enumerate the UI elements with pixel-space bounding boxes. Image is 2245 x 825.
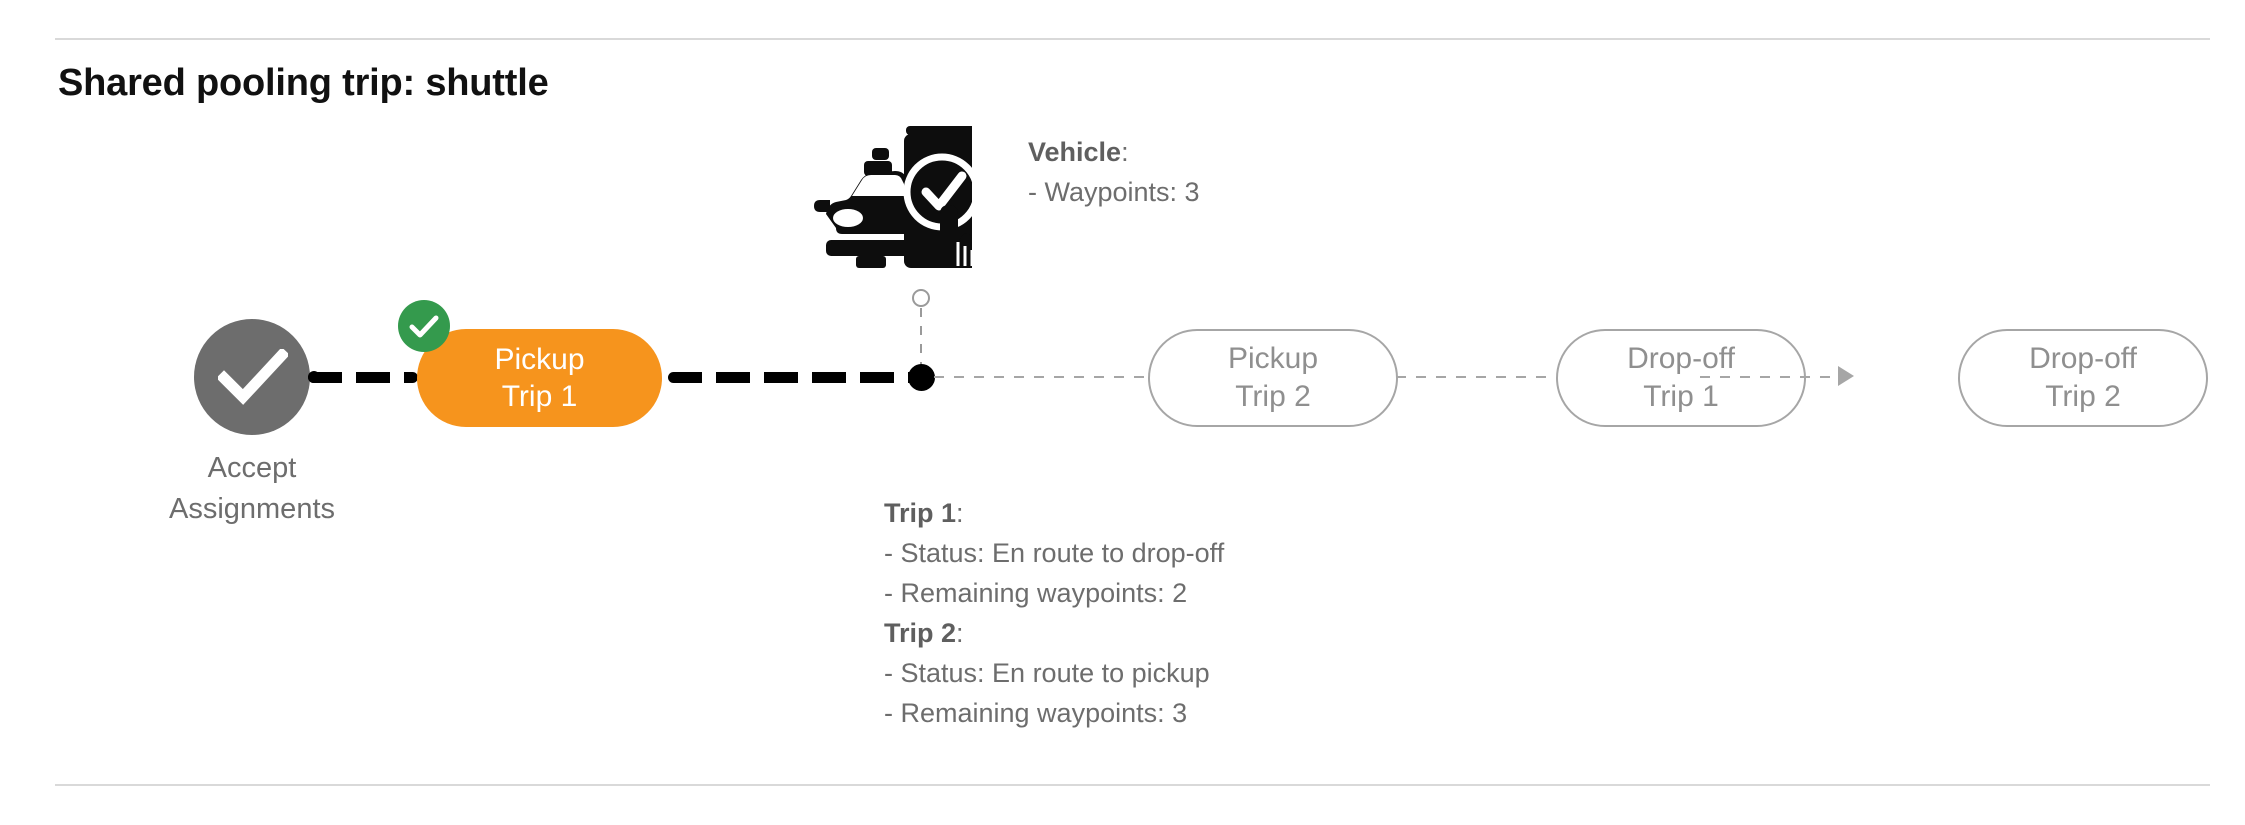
trip-2-heading-colon: : <box>956 618 964 648</box>
trip-1-heading-text: Trip 1 <box>884 498 957 528</box>
trip-2-heading-text: Trip 2 <box>884 618 957 648</box>
timeline-step-pickup-trip-1[interactable]: Pickup Trip 1 <box>417 329 662 427</box>
pickup-trip-2-line2: Trip 2 <box>1235 380 1311 413</box>
vehicle-anchor-ring-icon <box>912 289 930 307</box>
connector-vehicle-to-pickup2 <box>934 376 1149 378</box>
page-title: Shared pooling trip: shuttle <box>58 62 549 104</box>
timeline-step-dropoff-trip-1[interactable]: Drop-off Trip 1 <box>1556 329 1806 427</box>
vehicle-waypoints-line: - Waypoints: 3 <box>1028 177 1200 207</box>
pickup-trip-1-line1: Pickup <box>494 343 585 376</box>
trips-annotation: Trip 1: - Status: En route to drop-off -… <box>884 493 1224 733</box>
accept-label-line2: Assignments <box>168 493 335 525</box>
connector-accept-to-pickup1 <box>308 372 418 383</box>
vehicle-heading-text: Vehicle <box>1028 137 1122 167</box>
dropoff-trip-1-line2: Trip 1 <box>1643 380 1719 413</box>
arrow-head-icon <box>1838 366 1854 386</box>
vehicle-current-position-dot <box>908 364 935 391</box>
trip-2-status-line: - Status: En route to pickup <box>884 658 1210 688</box>
vehicle-heading-colon: : <box>1121 137 1129 167</box>
dropoff-trip-2-line2: Trip 2 <box>2045 380 2121 413</box>
bottom-divider <box>55 784 2210 786</box>
dropoff-trip-2-line1: Drop-off <box>2029 342 2137 375</box>
connector-dot-start <box>308 371 320 383</box>
vehicle-annotation-heading: Vehicle: <box>1028 132 1200 172</box>
vehicle-annotation: Vehicle: - Waypoints: 3 <box>1028 132 1200 212</box>
check-badge-icon <box>398 300 450 352</box>
pickup-trip-2-line1: Pickup <box>1227 342 1319 375</box>
connector-pickup1-to-vehicle <box>668 372 921 383</box>
timeline-step-dropoff-trip-2[interactable]: Drop-off Trip 2 <box>1958 329 2208 427</box>
trip-1-status-line: - Status: En route to drop-off <box>884 538 1225 568</box>
trip-1-heading-colon: : <box>956 498 964 528</box>
trip-2-waypoints-line: - Remaining waypoints: 3 <box>884 698 1188 728</box>
timeline-step-pickup-trip-2[interactable]: Pickup Trip 2 <box>1148 329 1398 427</box>
connector-dropoff1-to-dropoff2 <box>1700 376 1842 378</box>
car-phone-check-icon <box>812 118 981 268</box>
accept-assignments-label: Accept Assignments <box>112 448 392 530</box>
dropoff-trip-1-line1: Drop-off <box>1627 342 1735 375</box>
trip-2-heading: Trip 2: <box>884 613 1224 653</box>
pickup-trip-1-line2: Trip 1 <box>501 380 578 413</box>
connector-pickup2-to-dropoff1 <box>1396 376 1556 378</box>
trip-1-waypoints-line: - Remaining waypoints: 2 <box>884 578 1188 608</box>
timeline-node-accept-assignments[interactable] <box>194 319 310 435</box>
vehicle-anchor-leader-line <box>920 308 922 366</box>
accept-label-line1: Accept <box>207 452 297 484</box>
trip-1-heading: Trip 1: <box>884 493 1224 533</box>
top-divider <box>55 38 2210 40</box>
